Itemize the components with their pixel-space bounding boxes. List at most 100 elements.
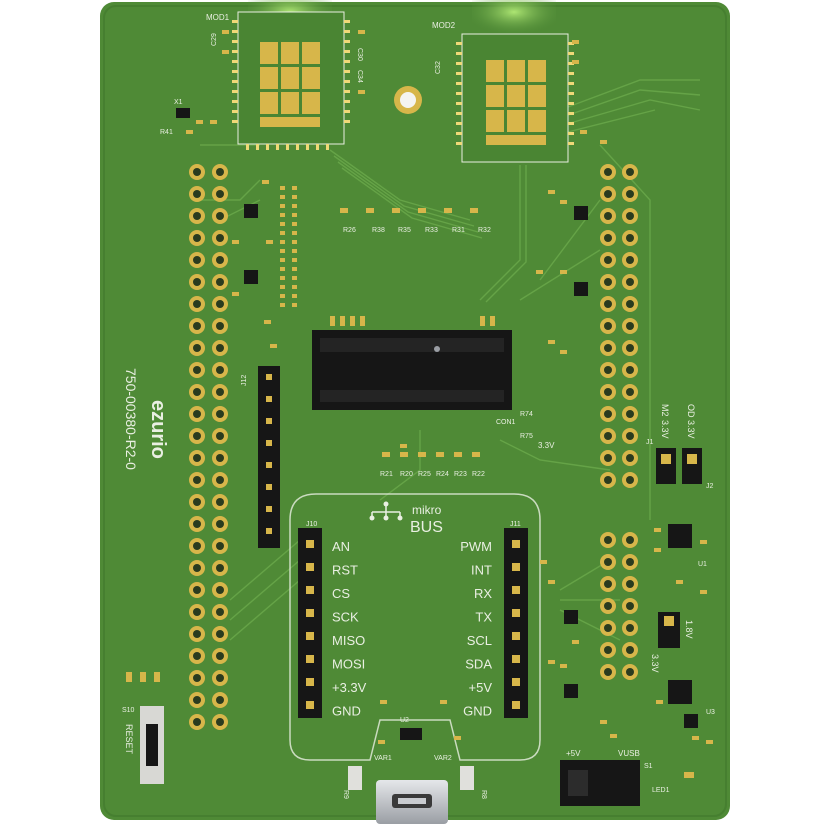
passive xyxy=(548,580,555,584)
resistor xyxy=(292,258,297,262)
label-r33: R33 xyxy=(425,227,438,234)
pad-hole xyxy=(626,668,634,676)
label-3v3: 3.3V xyxy=(538,441,555,450)
passive xyxy=(454,736,461,740)
pad-hole xyxy=(216,212,224,220)
pad-hole xyxy=(216,674,224,682)
ic-chip xyxy=(574,206,588,220)
reset-button[interactable] xyxy=(140,706,164,784)
pad-hole xyxy=(604,410,612,418)
pad-hole xyxy=(626,646,634,654)
pad-hole xyxy=(193,696,201,704)
label-r75: R75 xyxy=(520,433,533,440)
ic-chip xyxy=(564,610,578,624)
passive xyxy=(560,200,567,204)
passive xyxy=(378,740,385,744)
header-j12 xyxy=(258,366,280,548)
pad-hole xyxy=(604,234,612,242)
pad-hole xyxy=(193,432,201,440)
pad-hole xyxy=(604,300,612,308)
pad-hole xyxy=(626,212,634,220)
label-j10: J10 xyxy=(306,521,317,528)
passive xyxy=(210,120,217,124)
header-j11 xyxy=(504,528,528,718)
label-led1: LED1 xyxy=(652,787,670,794)
pad-hole xyxy=(216,652,224,660)
passive xyxy=(262,180,269,184)
label-s10: S10 xyxy=(122,707,135,714)
passive xyxy=(572,40,579,44)
label-j2: J2 xyxy=(706,483,714,490)
pad-hole xyxy=(216,432,224,440)
pad-hole xyxy=(216,454,224,462)
mikrobus-title-small: mikro xyxy=(412,503,442,517)
label-j11: J11 xyxy=(510,521,521,528)
pad-hole xyxy=(216,476,224,484)
label-r26: R26 xyxy=(343,227,356,234)
smd-leds xyxy=(126,672,160,682)
passive xyxy=(580,130,587,134)
resistor xyxy=(292,222,297,226)
pad-hole xyxy=(216,300,224,308)
mikrobus-pin-label: PWM xyxy=(460,539,492,554)
pad-hole xyxy=(193,674,201,682)
pad-hole xyxy=(626,366,634,374)
label-m2-3v3: 3.3V xyxy=(660,420,670,439)
passive xyxy=(572,60,579,64)
label-plus5v: +5V xyxy=(566,749,581,758)
pad-hole xyxy=(626,536,634,544)
pad-hole xyxy=(216,520,224,528)
mikrobus-pin-label: MOSI xyxy=(332,657,365,672)
header-pin xyxy=(512,678,520,686)
ic-chip xyxy=(684,714,698,728)
resistor xyxy=(280,258,285,262)
pad-hole xyxy=(626,388,634,396)
passive xyxy=(380,700,387,704)
power-switch-s1[interactable] xyxy=(560,760,640,806)
passive xyxy=(548,660,555,664)
pad-hole xyxy=(193,410,201,418)
pad-hole xyxy=(216,388,224,396)
pad-hole xyxy=(216,608,224,616)
pad-hole xyxy=(193,630,201,638)
passive xyxy=(266,240,273,244)
label-reset: RESET xyxy=(124,724,134,755)
right-header-pins xyxy=(600,164,638,680)
passive xyxy=(560,350,567,354)
passive xyxy=(654,548,661,552)
usb-connector xyxy=(376,780,448,824)
header-pin xyxy=(306,540,314,548)
header-pin xyxy=(306,655,314,663)
pad-hole xyxy=(604,322,612,330)
brand-logo-text: ezurio xyxy=(147,400,169,459)
header-pin xyxy=(512,655,520,663)
pad-hole xyxy=(193,564,201,572)
label-c30: C30 xyxy=(356,48,363,61)
pad-hole xyxy=(193,212,201,220)
resistor xyxy=(280,213,285,217)
label-u2: U2 xyxy=(400,717,409,724)
pad-hole xyxy=(626,558,634,566)
passive xyxy=(706,740,713,744)
mikrobus-pin-label: SDA xyxy=(465,657,492,672)
ic-chip xyxy=(244,270,258,284)
mikrobus-pin-label: SCK xyxy=(332,610,359,625)
resistor xyxy=(292,285,297,289)
pad-hole xyxy=(626,344,634,352)
passive xyxy=(358,30,365,34)
passive xyxy=(358,90,365,94)
header-pin xyxy=(512,609,520,617)
pad-hole xyxy=(604,476,612,484)
pad-hole xyxy=(216,190,224,198)
pad-hole xyxy=(216,630,224,638)
resistor xyxy=(292,303,297,307)
mikrobus-pin-label: RX xyxy=(474,586,492,601)
resistor xyxy=(280,303,285,307)
pad-hole xyxy=(216,498,224,506)
pad-hole xyxy=(626,234,634,242)
pad-hole xyxy=(216,366,224,374)
mikrobus-area xyxy=(289,493,541,761)
part-number: 750-00380-R2-0 xyxy=(123,368,139,470)
resistor xyxy=(292,267,297,271)
